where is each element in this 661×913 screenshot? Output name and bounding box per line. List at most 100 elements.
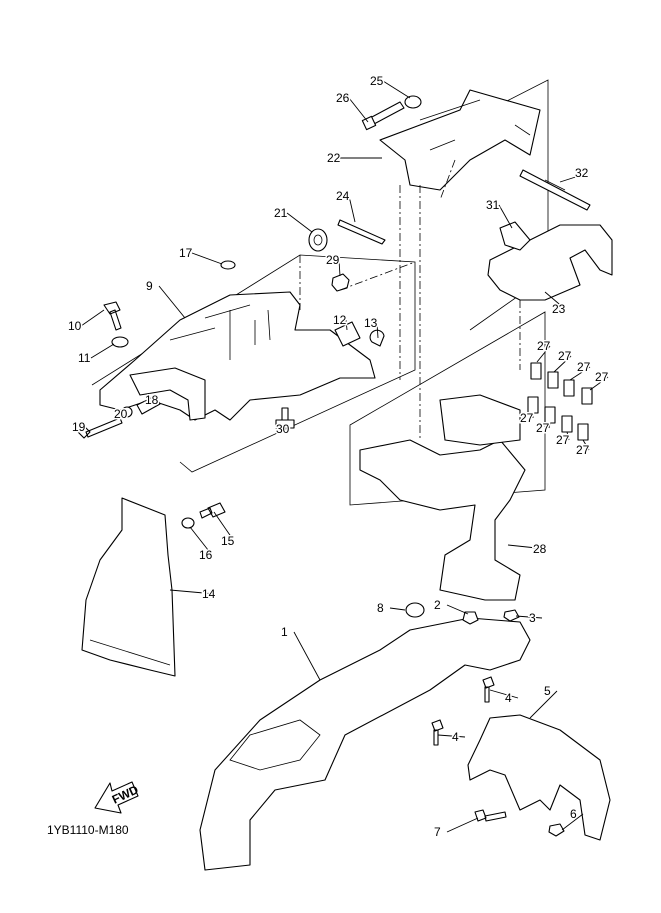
callout-leader-line — [90, 343, 115, 359]
part-16-washer — [181, 517, 195, 529]
part-4-bolt-a — [482, 676, 495, 703]
callout-part-23: 23 — [552, 302, 566, 316]
callout-leader-line — [582, 439, 590, 451]
callout-leader-line — [437, 734, 466, 738]
callout-leader-line — [158, 285, 186, 319]
callout-leader-line — [515, 615, 543, 619]
callout-part-10: 10 — [68, 319, 82, 333]
part-27-dampers — [527, 362, 593, 441]
callout-leader-line — [446, 604, 469, 615]
callout-part-24: 24 — [336, 189, 350, 203]
part-28-license-bracket — [359, 439, 526, 601]
callout-leader-line — [529, 690, 558, 719]
fwd-arrow-icon: FWD — [94, 781, 141, 814]
callout-leader-line — [293, 631, 321, 681]
callout-part-19: 19 — [72, 420, 86, 434]
callout-part-27: 27 — [576, 443, 590, 457]
part-9-rear-fender — [99, 291, 376, 421]
part-24-strip — [337, 219, 386, 245]
callout-part-8: 8 — [377, 601, 384, 615]
callout-part-9: 9 — [146, 279, 153, 293]
callout-part-7: 7 — [434, 825, 441, 839]
callout-part-30: 30 — [276, 422, 290, 436]
callout-leader-line — [348, 195, 356, 223]
callout-leader-line — [536, 345, 551, 363]
callout-part-22: 22 — [327, 151, 341, 165]
callout-part-13: 13 — [364, 316, 378, 330]
fwd-arrow-text: FWD — [110, 782, 141, 806]
group-frame-license — [349, 311, 546, 506]
part-1-front-fender — [199, 617, 531, 871]
callout-part-32: 32 — [575, 166, 589, 180]
callout-leader-line — [589, 376, 609, 391]
callout-part-15: 15 — [221, 534, 235, 548]
callout-leader-line — [544, 291, 566, 310]
callout-leader-line — [189, 526, 213, 556]
callout-part-17: 17 — [179, 246, 193, 260]
callout-part-4: 4 — [505, 691, 512, 705]
part-13-nut — [369, 329, 385, 347]
callout-part-2: 2 — [434, 598, 441, 612]
callout-part-14: 14 — [202, 587, 216, 601]
callout-leader-line — [566, 431, 570, 441]
part-14-mud-flap — [81, 497, 176, 677]
callout-leader-line — [507, 544, 547, 550]
part-11-collar — [111, 336, 129, 348]
part-30-bolt — [275, 407, 295, 429]
callout-part-4: 4 — [452, 730, 459, 744]
callout-leader-line — [345, 319, 348, 331]
callout-leader-line — [338, 259, 341, 277]
part-23-bracket — [487, 224, 613, 301]
callout-leader-line — [213, 511, 235, 542]
callout-leader-line — [559, 172, 589, 183]
part-15-bolt — [199, 502, 226, 519]
callout-leader-line — [348, 97, 369, 123]
callout-part-28: 28 — [533, 542, 547, 556]
callout-leader-line — [149, 399, 159, 403]
callout-leader-line — [382, 80, 411, 99]
part-2-nut — [462, 611, 479, 625]
diagram-code: 1YB1110-M180 — [47, 823, 129, 837]
part-7-bolt — [474, 809, 507, 822]
part-17-washer — [220, 260, 236, 270]
callout-part-26: 26 — [336, 91, 350, 105]
callout-leader-line — [286, 212, 313, 233]
part-26-bolt — [369, 101, 405, 125]
callout-leader-line — [389, 607, 406, 611]
callout-part-27: 27 — [558, 349, 572, 363]
callout-leader-line — [569, 366, 591, 381]
callout-leader-line — [80, 309, 105, 327]
part-31-clamp — [499, 221, 531, 251]
callout-part-29: 29 — [326, 253, 340, 267]
callout-part-31: 31 — [486, 198, 500, 212]
part-25-collar — [404, 95, 422, 109]
callout-part-12: 12 — [333, 313, 347, 327]
group-frame-rear-fender — [91, 254, 416, 473]
part-20-washer — [121, 406, 133, 418]
callout-leader-line — [284, 427, 290, 430]
callout-part-27: 27 — [520, 411, 534, 425]
callout-part-27: 27 — [595, 370, 609, 384]
callout-leader-line — [446, 817, 479, 833]
callout-leader-line — [191, 252, 223, 265]
callout-leader-line — [376, 322, 379, 339]
part-10-bolt — [103, 301, 122, 331]
callout-part-1: 1 — [281, 625, 288, 639]
part-8-grommet — [405, 602, 425, 618]
part-4-bolt-b — [431, 719, 444, 746]
part-6-nut — [548, 823, 565, 837]
callout-part-21: 21 — [274, 206, 288, 220]
part-22-cover — [379, 89, 541, 191]
part-9-rear-fender-lower — [129, 367, 206, 421]
callout-leader-line — [561, 813, 584, 831]
callout-part-25: 25 — [370, 74, 384, 88]
callout-part-27: 27 — [556, 433, 570, 447]
callout-part-5: 5 — [544, 684, 551, 698]
callout-part-11: 11 — [78, 351, 91, 365]
part-21-grommet — [308, 228, 328, 252]
callout-part-18: 18 — [145, 393, 159, 407]
callout-leader-line — [169, 589, 216, 595]
